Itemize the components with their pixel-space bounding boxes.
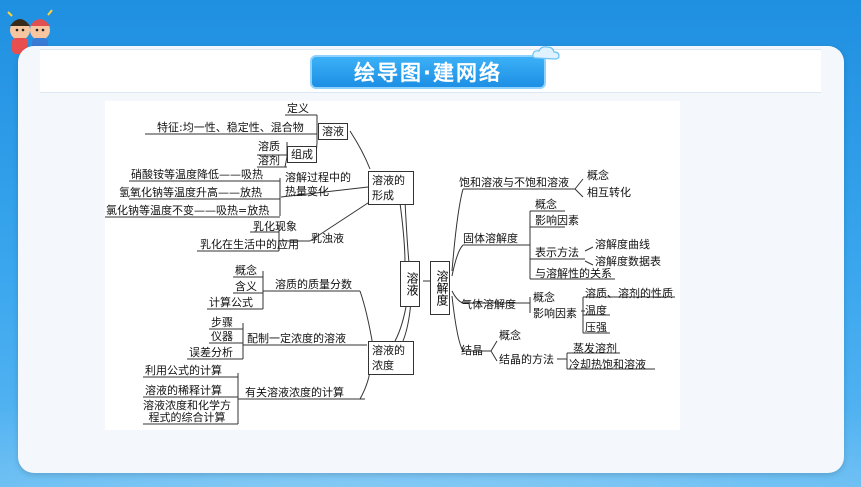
node-cry-method: 结晶的方法: [499, 353, 554, 366]
node-center-solubility: 溶解度: [430, 261, 450, 315]
node-crystal: 结晶: [461, 344, 483, 357]
node-mass-fraction: 溶质的质量分数: [275, 278, 352, 291]
node-cry-concept: 概念: [499, 329, 521, 342]
node-gas-solubility: 气体溶解度: [461, 298, 516, 311]
node-curve: 溶解度曲线: [595, 238, 650, 251]
node-table: 溶解度数据表: [595, 255, 661, 268]
node-calc-3: 溶液浓度和化学方程式的综合计算: [143, 399, 231, 424]
title-plate: 绘导图·建网络: [310, 55, 546, 89]
node-cry-1: 蒸发溶剂: [573, 342, 617, 355]
node-sat-convert: 相互转化: [587, 186, 631, 199]
node-solid-concept: 概念: [535, 198, 557, 211]
mind-map: 溶液 溶解度 溶液的形成 溶液的浓度 溶液 定义 特征:均一性、稳定性、混合物 …: [105, 101, 680, 430]
node-emulsion: 乳浊液: [311, 232, 344, 245]
node-gas-factor-3: 压强: [585, 321, 607, 334]
node-solvent: 溶剂: [258, 154, 280, 167]
node-sat-concept: 概念: [587, 169, 609, 182]
node-gas-factor-2: 温度: [585, 304, 607, 317]
node-prep-instruments: 仪器: [211, 330, 233, 343]
node-solid-express: 表示方法: [535, 246, 579, 259]
node-solid-relation: 与溶解性的关系: [535, 267, 612, 280]
node-heat-change: 溶解过程中的热量变化: [285, 171, 351, 198]
node-mf-formula: 计算公式: [209, 296, 253, 309]
node-mf-concept: 概念: [235, 264, 257, 277]
page-title: 绘导图·建网络: [354, 61, 502, 85]
node-prep-error: 误差分析: [189, 346, 233, 359]
node-calc: 有关溶液浓度的计算: [245, 386, 344, 399]
node-composition: 组成: [287, 146, 317, 163]
node-cry-2: 冷却热饱和溶液: [569, 358, 646, 371]
node-features: 特征:均一性、稳定性、混合物: [157, 121, 304, 134]
node-prepare: 配制一定浓度的溶液: [247, 332, 346, 345]
node-heat-3: 氯化钠等温度不变——吸热=放热: [106, 204, 270, 217]
mind-map-lines: [105, 114, 675, 425]
node-solute: 溶质: [258, 140, 280, 153]
node-gas-concept: 概念: [533, 291, 555, 304]
node-calc-1: 利用公式的计算: [145, 364, 222, 377]
node-mf-meaning: 含义: [235, 280, 257, 293]
node-heat-2: 氢氧化钠等温度升高——放热: [119, 186, 262, 199]
node-solution: 溶液: [318, 123, 348, 140]
node-gas-factor-1: 溶质、溶剂的性质: [585, 287, 673, 300]
node-solution-formation: 溶液的形成: [368, 171, 414, 205]
node-definition: 定义: [287, 102, 309, 115]
node-emulsion-1: 乳化现象: [253, 220, 297, 233]
node-center-solution: 溶液: [400, 261, 420, 307]
node-solid-factors: 影响因素: [535, 214, 579, 227]
node-heat-1: 硝酸铵等温度降低——吸热: [131, 168, 263, 181]
node-emulsion-2: 乳化在生活中的应用: [200, 238, 299, 251]
node-solid-solubility: 固体溶解度: [463, 232, 518, 245]
node-calc-2: 溶液的稀释计算: [145, 384, 222, 397]
node-saturated: 饱和溶液与不饱和溶液: [459, 176, 569, 189]
node-prep-steps: 步骤: [211, 316, 233, 329]
node-solution-concentration: 溶液的浓度: [368, 341, 414, 375]
cloud-icon: [532, 46, 560, 60]
node-gas-factors: 影响因素: [533, 307, 577, 320]
